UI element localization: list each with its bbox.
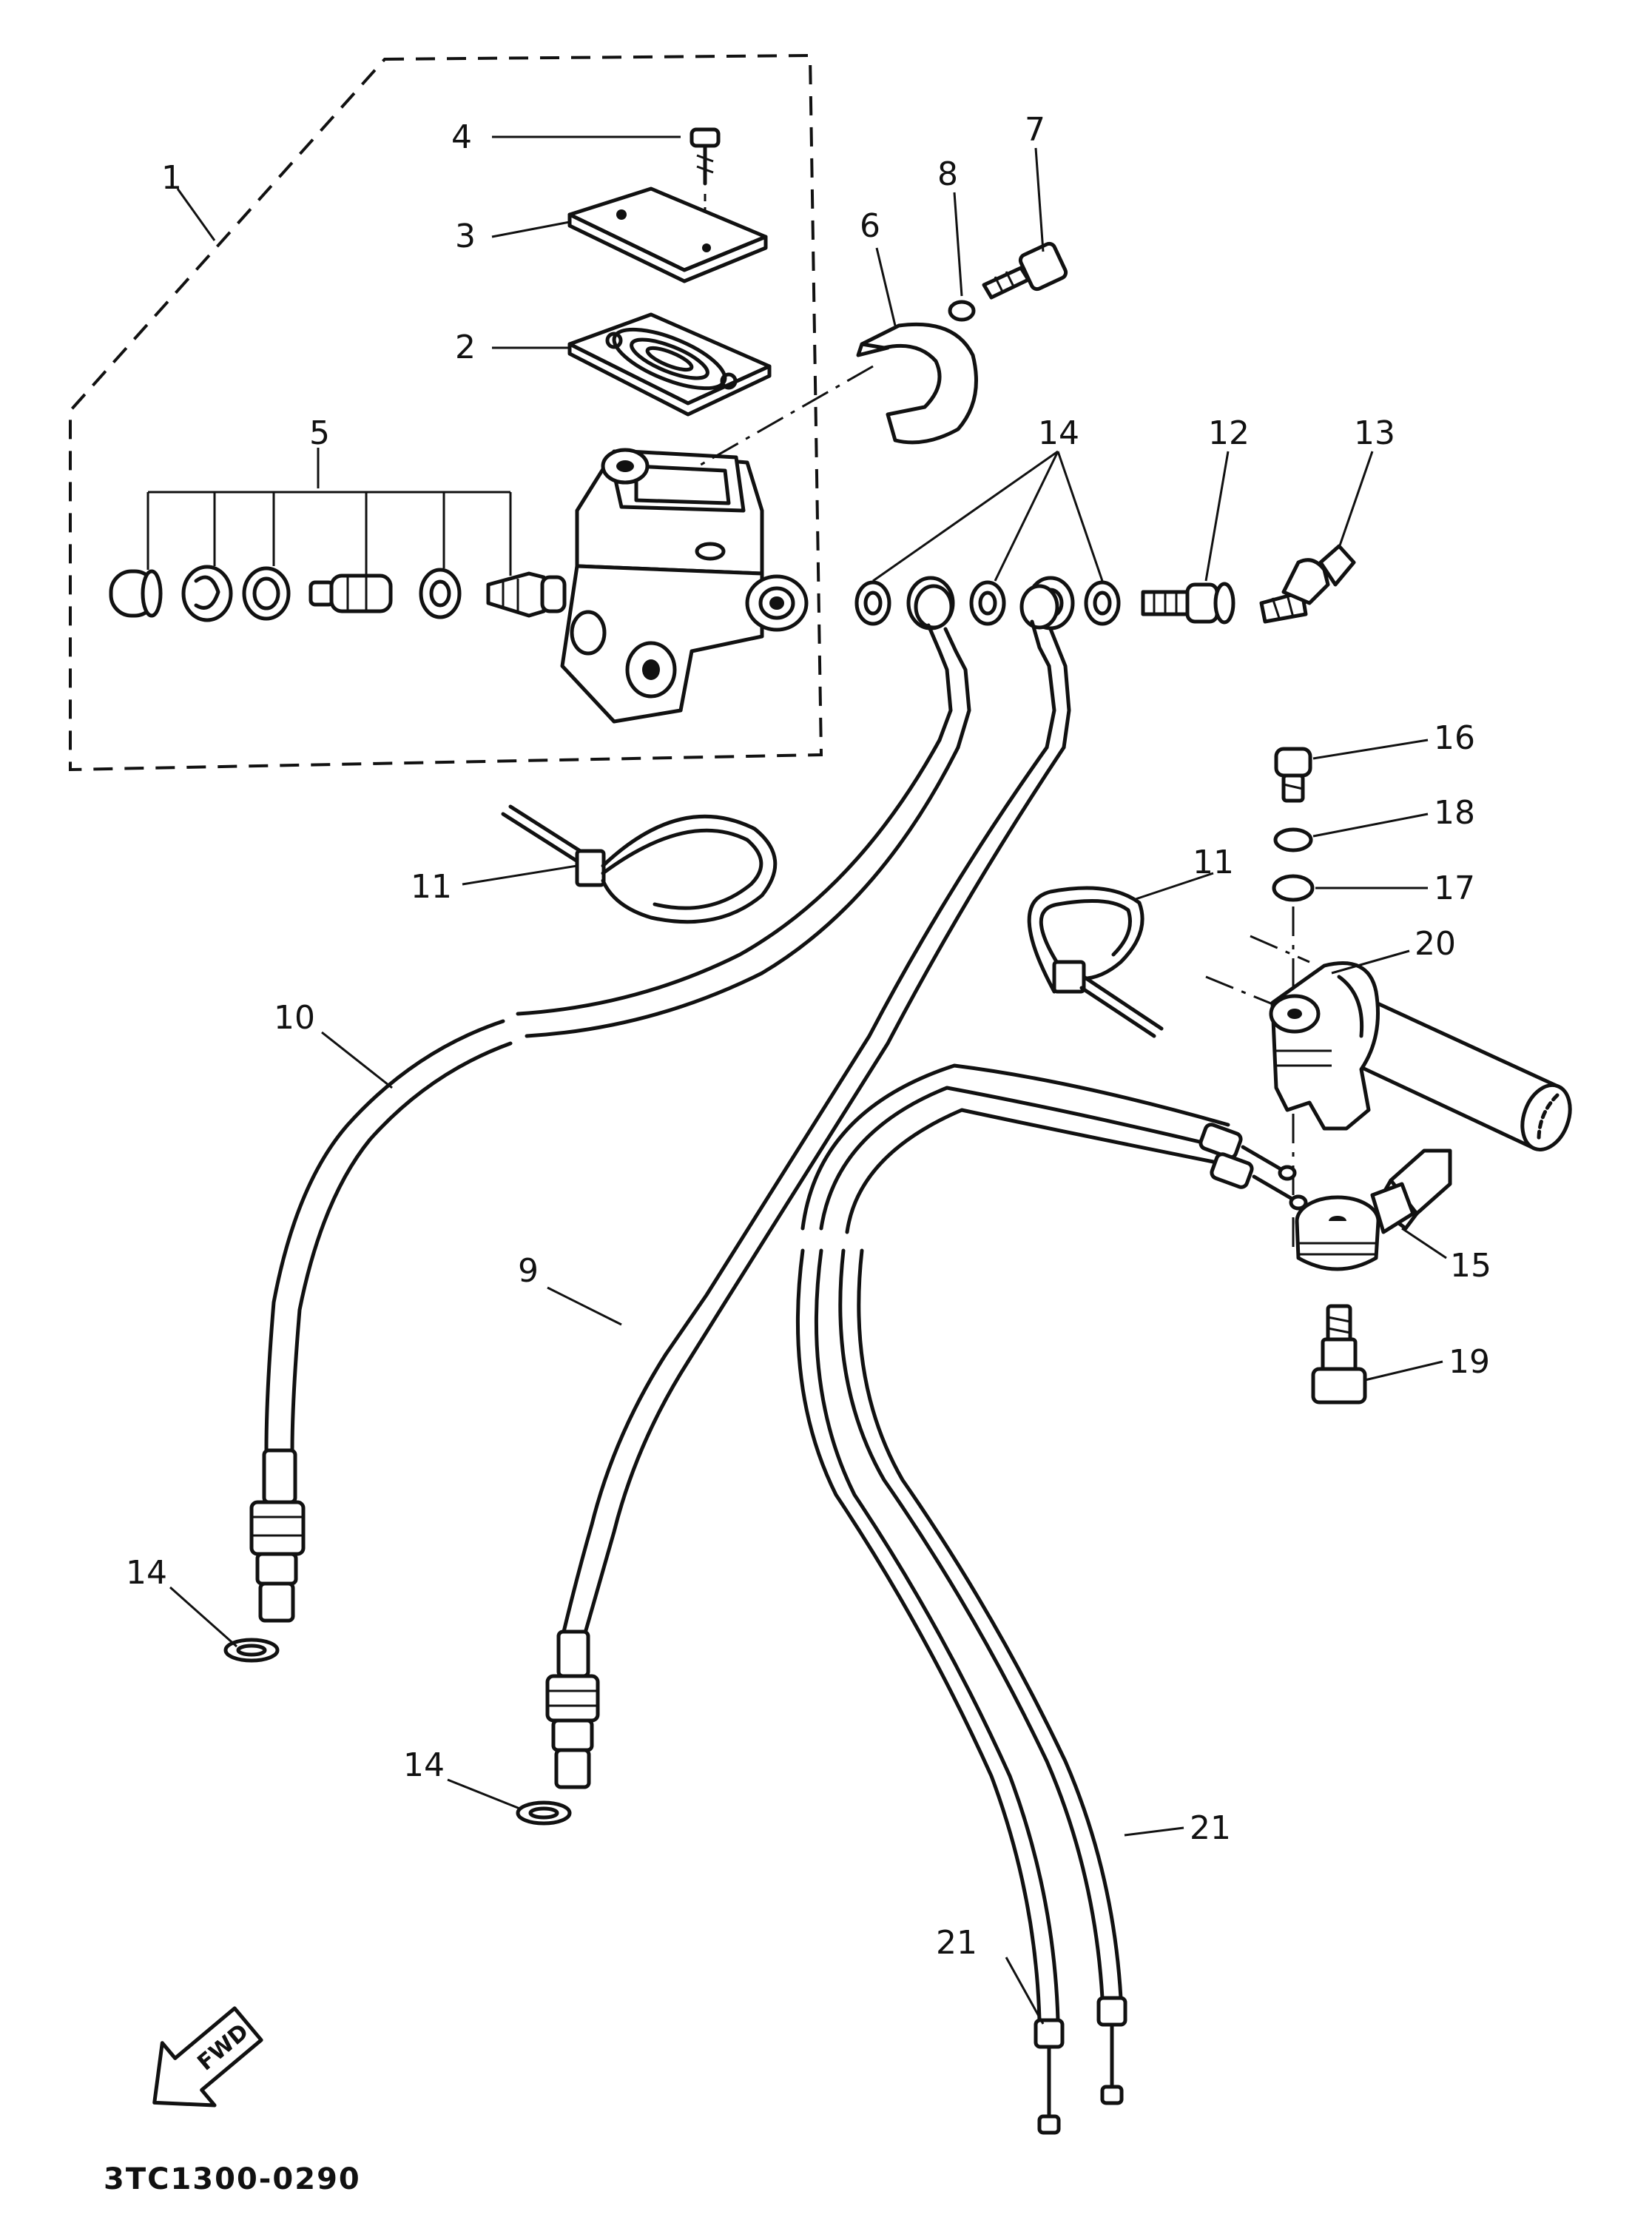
part-brake-switch: [1259, 544, 1356, 624]
callout-2: 2: [455, 329, 476, 366]
callout-7: 7: [1025, 111, 1045, 149]
callout-5: 5: [309, 414, 330, 452]
part-cable-tie-right: [1027, 886, 1164, 1038]
part-cable-tie-left: [501, 804, 778, 924]
part-lever-bolt: [1274, 747, 1312, 803]
part-brake-hose-10: [223, 584, 971, 1663]
callout-14-top: 14: [1038, 414, 1079, 452]
assembly-boundary: [69, 53, 823, 772]
callout-8: 8: [937, 155, 958, 193]
callout-13: 13: [1354, 414, 1395, 452]
part-bolt: [982, 241, 1068, 300]
part-washer: [948, 300, 976, 322]
callout-11-left: 11: [411, 868, 452, 906]
part-holder: [856, 322, 978, 445]
part-lever-holder: [1269, 961, 1380, 1131]
part-lever-washer-17: [1272, 874, 1315, 902]
part-brake-hose-9: [516, 584, 1071, 1826]
part-reservoir-cap: [567, 186, 768, 283]
part-brake-lever: [1295, 1148, 1452, 1271]
part-lever-washer-18: [1273, 827, 1313, 852]
part-diaphragm: [567, 312, 772, 417]
callout-17: 17: [1434, 870, 1475, 907]
callout-21-left: 21: [936, 1924, 977, 1962]
callout-14-left: 14: [126, 1554, 167, 1592]
part-screw: [690, 127, 721, 229]
callout-10: 10: [274, 999, 315, 1037]
part-throttle-cables: [795, 1063, 1308, 2135]
callout-19: 19: [1449, 1343, 1490, 1381]
leader-lines: [169, 135, 1447, 2025]
callout-15: 15: [1450, 1247, 1491, 1285]
part-gasket-row: [854, 576, 1121, 630]
callout-16: 16: [1434, 719, 1475, 757]
callout-11-right: 11: [1193, 844, 1234, 881]
drawing-code: 3TC1300-0290: [104, 2162, 361, 2196]
forward-arrow: FWD: [152, 2006, 263, 2108]
holder-leader-dash: [691, 365, 874, 471]
callout-20: 20: [1415, 925, 1456, 963]
callout-6: 6: [860, 207, 880, 245]
callout-1: 1: [161, 159, 182, 197]
callout-12: 12: [1208, 414, 1250, 452]
callout-18: 18: [1434, 794, 1475, 832]
part-pivot-bolt: [1311, 1304, 1367, 1405]
part-handlebar: [1205, 935, 1572, 1152]
part-master-cylinder: [560, 448, 809, 724]
callout-14-mid: 14: [403, 1746, 445, 1784]
callout-labels: 1 2 3 4 5 6 7 8 9 10 11 11 12 13 14 14 1…: [126, 111, 1491, 1962]
callout-9: 9: [518, 1252, 539, 1290]
part-union-bolt: [1141, 582, 1235, 625]
part-piston-kit: [109, 491, 567, 622]
callout-21-right: 21: [1190, 1809, 1231, 1847]
callout-3: 3: [455, 218, 476, 255]
callout-4: 4: [451, 118, 472, 156]
